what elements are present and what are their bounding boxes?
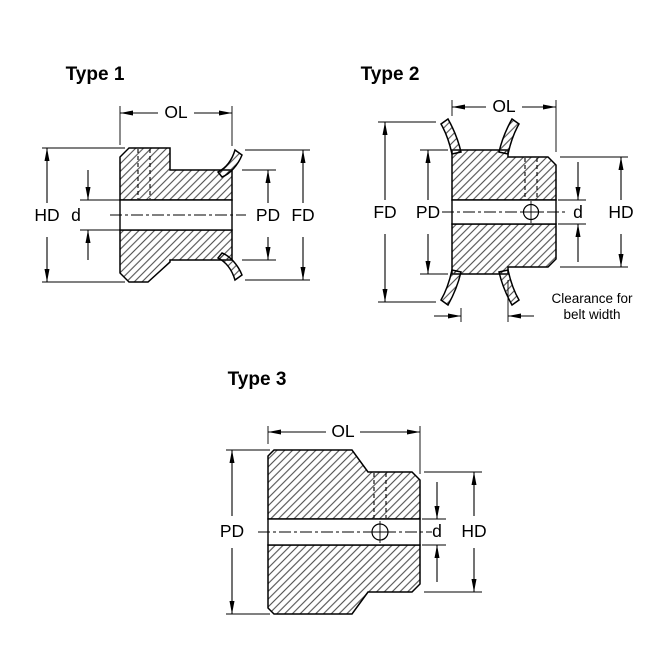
type3-d-label: d — [432, 521, 442, 541]
type3-ol-label: OL — [331, 421, 355, 441]
type2-dim-hd: HD — [560, 156, 634, 268]
type2-clearance-note-line2: belt width — [563, 307, 620, 322]
type2-dim-d: d — [558, 162, 586, 262]
type1-title: Type 1 — [66, 64, 125, 85]
type1-setscrew-lines — [137, 149, 151, 199]
type3-figure: Type 3 OL PD — [220, 369, 487, 615]
type2-flange-top-left — [440, 117, 462, 155]
type2-fd-label: FD — [373, 202, 396, 222]
type2-hd-label: HD — [608, 202, 633, 222]
type3-upper-section — [267, 449, 421, 520]
type2-flange-top-right — [498, 117, 520, 155]
type3-pd-label: PD — [220, 521, 244, 541]
type1-part-section — [110, 147, 246, 283]
type3-dim-hd: HD — [424, 471, 487, 593]
type2-clearance-dimension: Clearance for belt width — [434, 280, 633, 322]
type3-dim-d: d — [422, 482, 446, 582]
type1-figure: Type 1 OL HD d — [34, 64, 315, 283]
type2-part-section — [440, 117, 568, 307]
type3-lower-section — [267, 544, 421, 615]
type1-d-label: d — [71, 205, 81, 225]
type3-dim-pd: PD — [220, 449, 270, 615]
type2-clearance-note-line1: Clearance for — [551, 291, 633, 306]
type3-hd-label: HD — [461, 521, 486, 541]
type1-lower-section — [119, 229, 233, 283]
type3-dim-ol: OL — [267, 421, 421, 474]
type1-pd-label: PD — [256, 205, 280, 225]
type1-dim-fd: FD — [245, 149, 315, 281]
type3-title: Type 3 — [228, 369, 287, 390]
type2-upper-section — [451, 149, 557, 201]
type3-part-section — [258, 449, 432, 615]
type1-dim-ol: OL — [119, 102, 233, 146]
type2-dim-fd: FD — [373, 121, 436, 303]
type3-setscrew-lines — [373, 473, 387, 518]
type2-pd-label: PD — [416, 202, 440, 222]
type1-dim-pd: PD — [242, 169, 280, 261]
type1-upper-section — [119, 147, 233, 201]
type2-dim-ol: OL — [451, 96, 557, 152]
type2-ol-label: OL — [492, 96, 516, 116]
type1-flange-top — [216, 148, 243, 178]
type1-dim-hd: HD — [34, 147, 125, 283]
type2-d-label: d — [573, 202, 583, 222]
type2-setscrew-hole — [520, 201, 542, 223]
type2-flange-bottom-right — [498, 269, 520, 307]
type1-fd-label: FD — [291, 205, 314, 225]
type1-hd-label: HD — [34, 205, 59, 225]
type1-ol-label: OL — [164, 102, 188, 122]
type3-setscrew-hole — [369, 521, 391, 543]
type2-dim-pd: PD — [416, 149, 448, 275]
type2-flange-bottom-left — [440, 269, 462, 307]
type2-figure: Type 2 OL — [361, 64, 634, 322]
type2-title: Type 2 — [361, 64, 420, 85]
type1-flange-bottom — [216, 252, 243, 282]
type2-lower-section — [451, 223, 557, 275]
type1-dim-d: d — [71, 170, 120, 260]
